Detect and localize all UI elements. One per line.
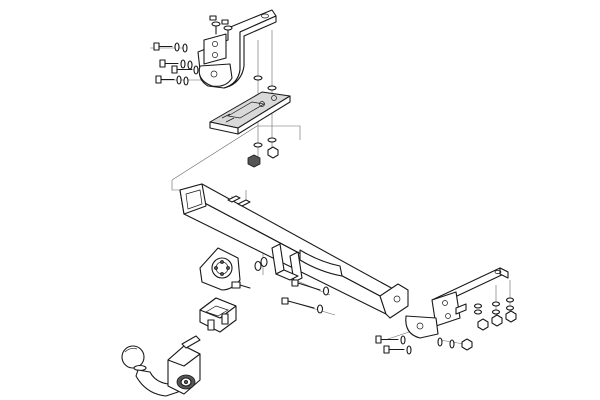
left-spacer-plate — [209, 91, 291, 135]
nut — [505, 310, 517, 323]
bolts-and-washers — [375, 297, 517, 355]
bolt — [153, 42, 188, 53]
bolt — [383, 345, 412, 355]
upper-left-mounting-bracket — [197, 9, 277, 89]
bolt — [209, 15, 221, 35]
bolt — [375, 335, 406, 345]
bolts-and-washers — [281, 279, 330, 314]
nuts — [247, 146, 279, 168]
bolt — [291, 279, 330, 296]
washer — [267, 137, 277, 143]
nut — [461, 338, 473, 351]
washer — [253, 75, 263, 81]
main-crossbar — [179, 183, 409, 319]
washer — [491, 301, 501, 307]
washer — [473, 303, 483, 309]
bolt — [221, 19, 233, 31]
ball-lock-housing — [199, 297, 237, 333]
socket-plate — [199, 247, 251, 291]
washer — [505, 297, 515, 303]
washer — [473, 309, 483, 315]
washer — [254, 260, 262, 272]
bolt — [155, 75, 189, 86]
bolt — [171, 65, 199, 75]
washer — [505, 305, 515, 311]
bolts-and-washers — [153, 15, 277, 148]
washer — [253, 142, 263, 148]
nut — [491, 314, 503, 327]
washer — [260, 256, 268, 268]
right-mounting-bracket — [405, 267, 509, 339]
nut — [477, 318, 489, 331]
washer — [491, 309, 501, 315]
bolt — [159, 59, 193, 70]
bolt — [281, 297, 324, 314]
socket-mount-tabs — [254, 243, 303, 283]
washer — [449, 339, 455, 349]
washer — [437, 337, 443, 347]
washer — [267, 85, 277, 91]
detachable-tow-ball-neck — [121, 335, 201, 397]
